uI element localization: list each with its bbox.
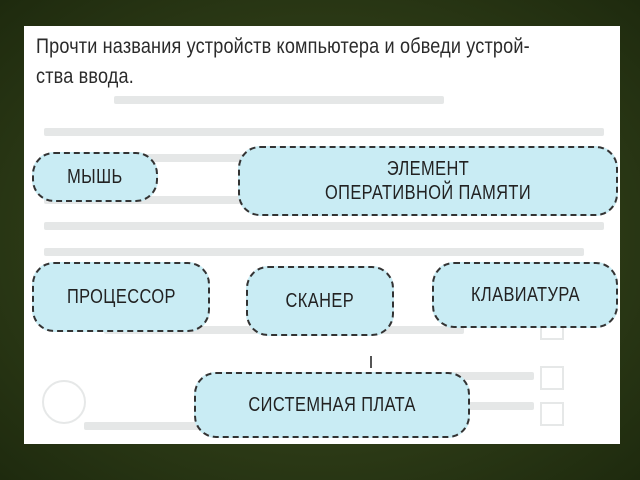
device-label: ПРОЦЕССОР (66, 286, 176, 308)
device-label: СКАНЕР (285, 290, 355, 312)
device-label: ЭЛЕМЕНТ ОПЕРАТИВНОЙ ПАМЯТИ (324, 158, 532, 204)
device-card-keyboard[interactable]: КЛАВИАТУРА (432, 262, 618, 328)
connector-tick (370, 356, 372, 368)
worksheet-page: Прочти названия устройств компьютера и о… (24, 26, 620, 444)
device-card-ram[interactable]: ЭЛЕМЕНТ ОПЕРАТИВНОЙ ПАМЯТИ (238, 146, 618, 216)
device-card-scanner[interactable]: СКАНЕР (246, 266, 394, 336)
device-label: МЫШЬ (67, 166, 123, 188)
device-label: КЛАВИАТУРА (470, 284, 580, 306)
task-instruction: Прочти названия устройств компьютера и о… (36, 35, 530, 88)
device-card-motherboard[interactable]: СИСТЕМНАЯ ПЛАТА (194, 372, 470, 438)
device-card-processor[interactable]: ПРОЦЕССОР (32, 262, 210, 332)
device-label: СИСТЕМНАЯ ПЛАТА (248, 394, 416, 416)
device-card-mouse[interactable]: МЫШЬ (32, 152, 158, 202)
